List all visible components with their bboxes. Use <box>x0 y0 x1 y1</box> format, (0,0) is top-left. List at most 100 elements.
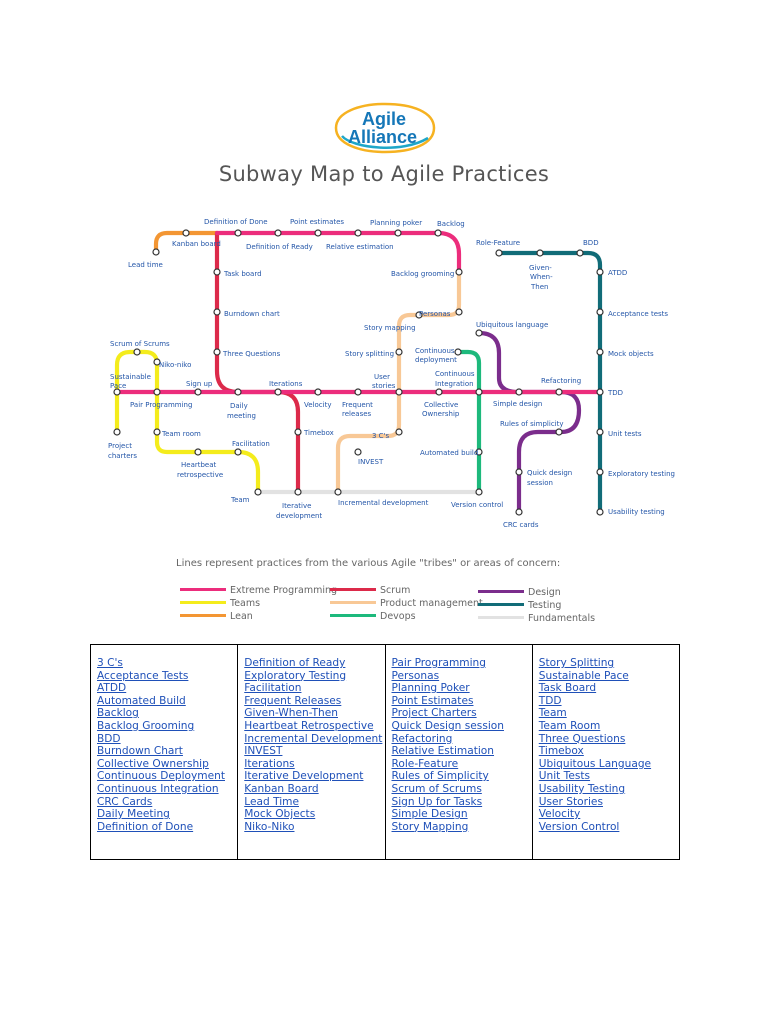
label-iterative-development-2: development <box>276 512 322 520</box>
practice-link[interactable]: Acceptance Tests <box>97 669 189 682</box>
stop-refactoring <box>555 388 563 396</box>
legend: Lines represent practices from the vario… <box>176 558 595 624</box>
stop-tdd <box>596 388 604 396</box>
practice-link[interactable]: Pair Programming <box>391 657 486 669</box>
stop-automated-build <box>475 448 483 456</box>
practice-link[interactable]: Kanban Board <box>244 782 319 795</box>
practice-link[interactable]: Velocity <box>538 808 581 821</box>
stop-unit-tests <box>596 428 604 436</box>
stop-facilitation <box>234 448 242 456</box>
label-iterative-development-1: Iterative <box>282 502 311 510</box>
label-refactoring: Refactoring <box>541 377 581 385</box>
practice-index: 3 C's Acceptance Tests ATDD Automated Bu… <box>89 644 681 860</box>
practice-link[interactable]: CRC Cards <box>97 795 153 808</box>
practice-link[interactable]: Refactoring <box>391 732 453 745</box>
practice-link[interactable]: Heartbeat Retrospective <box>244 719 374 732</box>
practice-link[interactable]: User Stories <box>538 795 603 808</box>
legend-label-testing: Testing <box>527 600 561 611</box>
label-team-room: Team room <box>161 430 201 438</box>
practice-link[interactable]: Facilitation <box>244 682 302 695</box>
practice-link[interactable]: Iterative Development <box>244 770 364 783</box>
legend-label-design: Design <box>528 587 561 598</box>
practice-link[interactable]: Niko-Niko <box>244 820 295 833</box>
practice-link[interactable]: Team <box>538 707 567 720</box>
practice-link[interactable]: Burndown Chart <box>97 745 183 758</box>
station-labels: Definition of Done Point estimates Plann… <box>108 218 675 529</box>
practice-link[interactable]: Usability Testing <box>538 782 626 795</box>
label-project-charters-1: Project <box>108 442 132 450</box>
practice-link[interactable]: Mock Objects <box>244 808 316 821</box>
practice-link[interactable]: Team Room <box>538 719 601 732</box>
stations <box>113 229 604 516</box>
practice-link[interactable]: Definition of Done <box>97 820 194 833</box>
legend-item-teams: Teams <box>180 598 260 609</box>
stop-point-estimates <box>314 229 322 237</box>
practice-link[interactable]: Relative Estimation <box>391 745 495 758</box>
legend-swatch-lean <box>180 614 226 617</box>
practice-link[interactable]: Daily Meeting <box>97 808 170 821</box>
label-story-mapping: Story mapping <box>364 324 416 332</box>
practice-link[interactable]: Project Charters <box>391 707 477 720</box>
index-column-2: Definition of Ready Exploratory Testing … <box>237 644 386 860</box>
legend-swatch-extreme-programming <box>180 588 226 591</box>
practice-link[interactable]: Planning Poker <box>391 682 470 695</box>
practice-link[interactable]: Scrum of Scrums <box>391 782 482 795</box>
practice-link[interactable]: Automated Build <box>97 694 186 707</box>
practice-link[interactable]: Point Estimates <box>391 694 474 707</box>
practice-link[interactable]: Task Board <box>538 682 597 695</box>
stop-ubiquitous-language <box>475 329 483 337</box>
legend-label-product-management: Product management <box>380 598 483 609</box>
practice-link[interactable]: Quick Design session <box>391 719 504 732</box>
practice-link[interactable]: Given-When-Then <box>244 707 338 720</box>
stop-frequent-releases <box>354 388 362 396</box>
stop-backlog <box>434 229 442 237</box>
practice-link[interactable]: Story Splitting <box>538 657 615 669</box>
practice-link[interactable]: Frequent Releases <box>244 694 342 707</box>
practice-link[interactable]: Simple Design <box>391 808 468 821</box>
stop-team-room <box>153 428 161 436</box>
practice-link[interactable]: Rules of Simplicity <box>391 770 489 783</box>
practice-link[interactable]: Version Control <box>538 820 620 833</box>
practice-link[interactable]: Collective Ownership <box>97 757 209 770</box>
practice-link[interactable]: 3 C's <box>97 657 123 669</box>
stop-user-stories <box>395 388 403 396</box>
label-planning-poker: Planning poker <box>370 219 422 227</box>
practice-link[interactable]: Sustainable Pace <box>538 669 629 682</box>
legend-label-devops: Devops <box>380 611 416 622</box>
label-velocity: Velocity <box>304 401 331 409</box>
legend-item-extreme-programming: Extreme Programming <box>180 585 337 596</box>
practice-link[interactable]: Definition of Ready <box>244 657 346 669</box>
practice-link[interactable]: Lead Time <box>244 795 299 808</box>
label-role-feature: Role-Feature <box>476 239 520 247</box>
label-heartbeat-retrospective-2: retrospective <box>177 471 223 479</box>
practice-link[interactable]: Sign Up for Tasks <box>391 795 483 808</box>
practice-link[interactable]: Personas <box>391 669 440 682</box>
practice-link[interactable]: Ubiquitous Language <box>538 757 652 770</box>
label-frequent-releases-1: Frequent <box>342 401 373 409</box>
stop-version-control <box>475 488 483 496</box>
practice-link[interactable]: TDD <box>538 694 562 707</box>
practice-link[interactable]: Incremental Development <box>244 732 383 745</box>
practice-link[interactable]: Iterations <box>244 757 295 770</box>
practice-link[interactable]: Story Mapping <box>391 820 469 833</box>
practice-link[interactable]: Backlog <box>97 707 139 720</box>
practice-link[interactable]: Role-Feature <box>391 757 459 770</box>
practice-link[interactable]: Continuous Integration <box>97 782 219 795</box>
stop-heartbeat-retrospective <box>194 448 202 456</box>
practice-link[interactable]: Exploratory Testing <box>244 669 347 682</box>
practice-link[interactable]: BDD <box>97 732 121 745</box>
legend-swatch-testing <box>478 603 524 606</box>
practice-link[interactable]: INVEST <box>244 745 283 758</box>
practice-link[interactable]: Continuous Deployment <box>97 770 225 783</box>
index-column-3: Pair Programming Personas Planning Poker… <box>384 644 533 860</box>
practice-link[interactable]: Three Questions <box>538 732 626 745</box>
label-collective-ownership-1: Collective <box>424 401 458 409</box>
practice-link[interactable]: ATDD <box>97 682 127 695</box>
stop-scrum-of-scrums <box>133 348 141 356</box>
label-ubiquitous-language: Ubiquitous language <box>476 321 548 329</box>
practice-link[interactable]: Backlog Grooming <box>97 719 195 732</box>
legend-label-fundamentals: Fundamentals <box>528 613 595 624</box>
practice-link[interactable]: Unit Tests <box>538 770 591 783</box>
practice-link[interactable]: Timebox <box>538 745 584 758</box>
devops-line <box>455 349 482 495</box>
